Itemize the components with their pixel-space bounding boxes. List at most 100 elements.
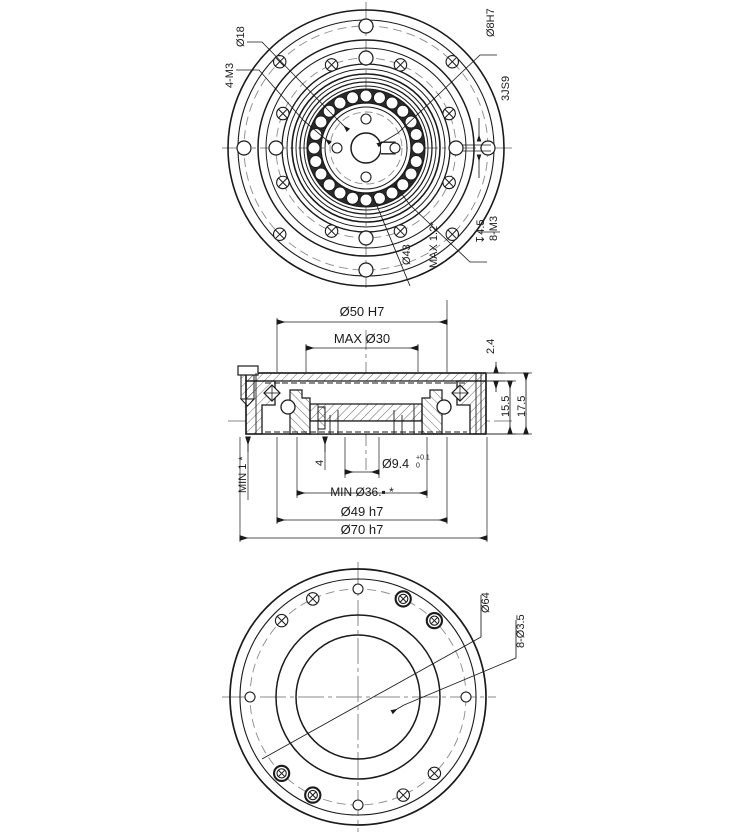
bottom-counterbore-screw — [304, 786, 322, 804]
plain-hole — [358, 230, 374, 246]
dim-label-2-4: 2.4 — [485, 339, 497, 354]
bearing-roller — [346, 191, 360, 205]
section-hidden-bore-lines — [265, 382, 467, 433]
outer-plain-hole — [236, 140, 252, 156]
m3-hole — [393, 224, 408, 238]
section-ball-left — [280, 399, 296, 415]
bearing-roller — [411, 141, 425, 155]
bearing-roller — [359, 193, 373, 207]
bearing-outer-race-2 — [303, 85, 429, 211]
dim-label-min-1: MIN 1 * — [237, 456, 249, 493]
section-ball-right — [436, 399, 452, 415]
dim-label-max-d30: MAX Ø30 — [334, 331, 390, 346]
dim-label-d49h7: Ø49 h7 — [341, 504, 384, 519]
dim-4: 4 — [314, 436, 328, 470]
m3-hole — [393, 58, 408, 72]
bottom-counterbore-screw — [394, 590, 412, 608]
dim-label-d9-4: Ø9.4 — [382, 457, 409, 471]
bearing-roller — [333, 186, 347, 200]
ring-circle-70 — [295, 77, 437, 219]
bearing-roller — [385, 96, 399, 110]
m3-hole — [324, 224, 339, 238]
bottom-plain-hole — [352, 799, 364, 811]
outer-m3-hole — [445, 54, 460, 69]
label-3js9: 3JS9 — [500, 76, 512, 101]
bottom-plain-hole — [352, 583, 364, 595]
dim-max-d30: MAX Ø30 — [305, 331, 419, 372]
outer-plain-hole — [480, 140, 496, 156]
ring-circle-79 — [286, 68, 446, 228]
bearing-outer-race — [299, 81, 433, 215]
bearing-roller — [372, 91, 386, 105]
plain-hole — [448, 140, 464, 156]
dim-min-1: MIN 1 * — [237, 436, 251, 500]
section-central-shaft — [309, 403, 423, 422]
plain-hole — [268, 140, 284, 156]
dim-15-5: 15.5 — [487, 380, 516, 435]
bearing-roller — [409, 154, 423, 168]
top-view: Ø18 4-M3 Ø8H7 3JS9 8-M3 ↧4.5 Ø43 MAX 1.2… — [222, 2, 512, 288]
m3-hole — [442, 175, 456, 190]
m3-hole — [442, 106, 456, 121]
label-d43: Ø43 — [401, 244, 413, 265]
dim-d9-4: Ø9.4 +0.1 0 — [344, 437, 430, 478]
bearing-roller — [322, 178, 336, 192]
plain-hole — [358, 50, 374, 66]
bottom-m3-hole — [274, 613, 289, 628]
top-view-leaders — [236, 41, 497, 287]
bearing-roller — [359, 89, 373, 103]
bearing-roller — [314, 167, 328, 181]
bearing-roller — [409, 128, 423, 142]
dim-d49h7: Ø49 h7 — [276, 437, 448, 524]
label-8-m3: 8-M3 — [488, 216, 500, 241]
section-detail-lines — [255, 373, 482, 434]
label-max-1-2: MAX 1.2* — [428, 221, 440, 268]
hub-pitch-circle — [329, 111, 403, 185]
section-left-screw-head — [237, 365, 259, 376]
section-inner-race-right — [421, 389, 443, 435]
flange-step-circle-2 — [265, 47, 467, 249]
label-d18: Ø18 — [235, 26, 247, 47]
dim-min-d36: MIN Ø36.▪ * — [296, 437, 428, 499]
label-4-m3: 4-M3 — [224, 63, 236, 88]
outer-flange-circle — [227, 9, 505, 287]
dim-d70h7: Ø70 h7 — [239, 437, 488, 542]
outer-m3-hole — [445, 227, 460, 242]
outer-m3-hole — [272, 54, 287, 69]
label-8-d3-5: 8-Ø3.5 — [515, 614, 527, 648]
bottom-leader-arrow — [390, 704, 405, 715]
section-roller-left — [263, 384, 281, 402]
top-view-leader-arrows — [302, 111, 491, 206]
section-pin — [317, 406, 326, 430]
section-top-plate — [245, 372, 487, 382]
bottom-view-leaders — [261, 595, 517, 760]
section-roller-right — [451, 384, 469, 402]
bottom-counterbore-screw — [425, 611, 444, 630]
dim-label-min-d36: MIN Ø36.▪ * — [330, 485, 394, 499]
flange-step-circle — [257, 39, 475, 257]
label-d8h7: Ø8H7 — [485, 8, 497, 37]
m3-hole — [276, 175, 290, 190]
m3-hole — [324, 58, 339, 72]
bottom-counterbore-screw — [272, 764, 291, 783]
bearing-roller — [309, 128, 323, 142]
bearing-roller — [396, 104, 410, 118]
bottom-m3-hole — [396, 788, 410, 802]
bottom-plain-hole — [244, 691, 256, 703]
bottom-outer-circle-2 — [239, 578, 477, 816]
dim-label-d9-4-upper: +0.1 — [416, 455, 430, 462]
outer-plain-hole — [358, 18, 374, 34]
dim-17-5: 17.5 — [487, 372, 532, 435]
bore-8h7-circle — [350, 132, 382, 164]
bearing-roller — [346, 91, 360, 105]
outer-m3-hole — [272, 227, 287, 242]
label-d64: Ø64 — [480, 592, 492, 613]
dim-d50h7: Ø50 H7 — [276, 300, 448, 372]
bearing-roller — [307, 141, 321, 155]
dim-2-4: 2.4 — [485, 339, 505, 392]
bottom-inner-circle-82 — [275, 614, 441, 780]
outer-plain-hole — [358, 262, 374, 278]
section-view: Ø50 H7 MAX Ø30 2.4 15.5 — [228, 300, 532, 542]
ring-circle-74 — [291, 73, 441, 223]
